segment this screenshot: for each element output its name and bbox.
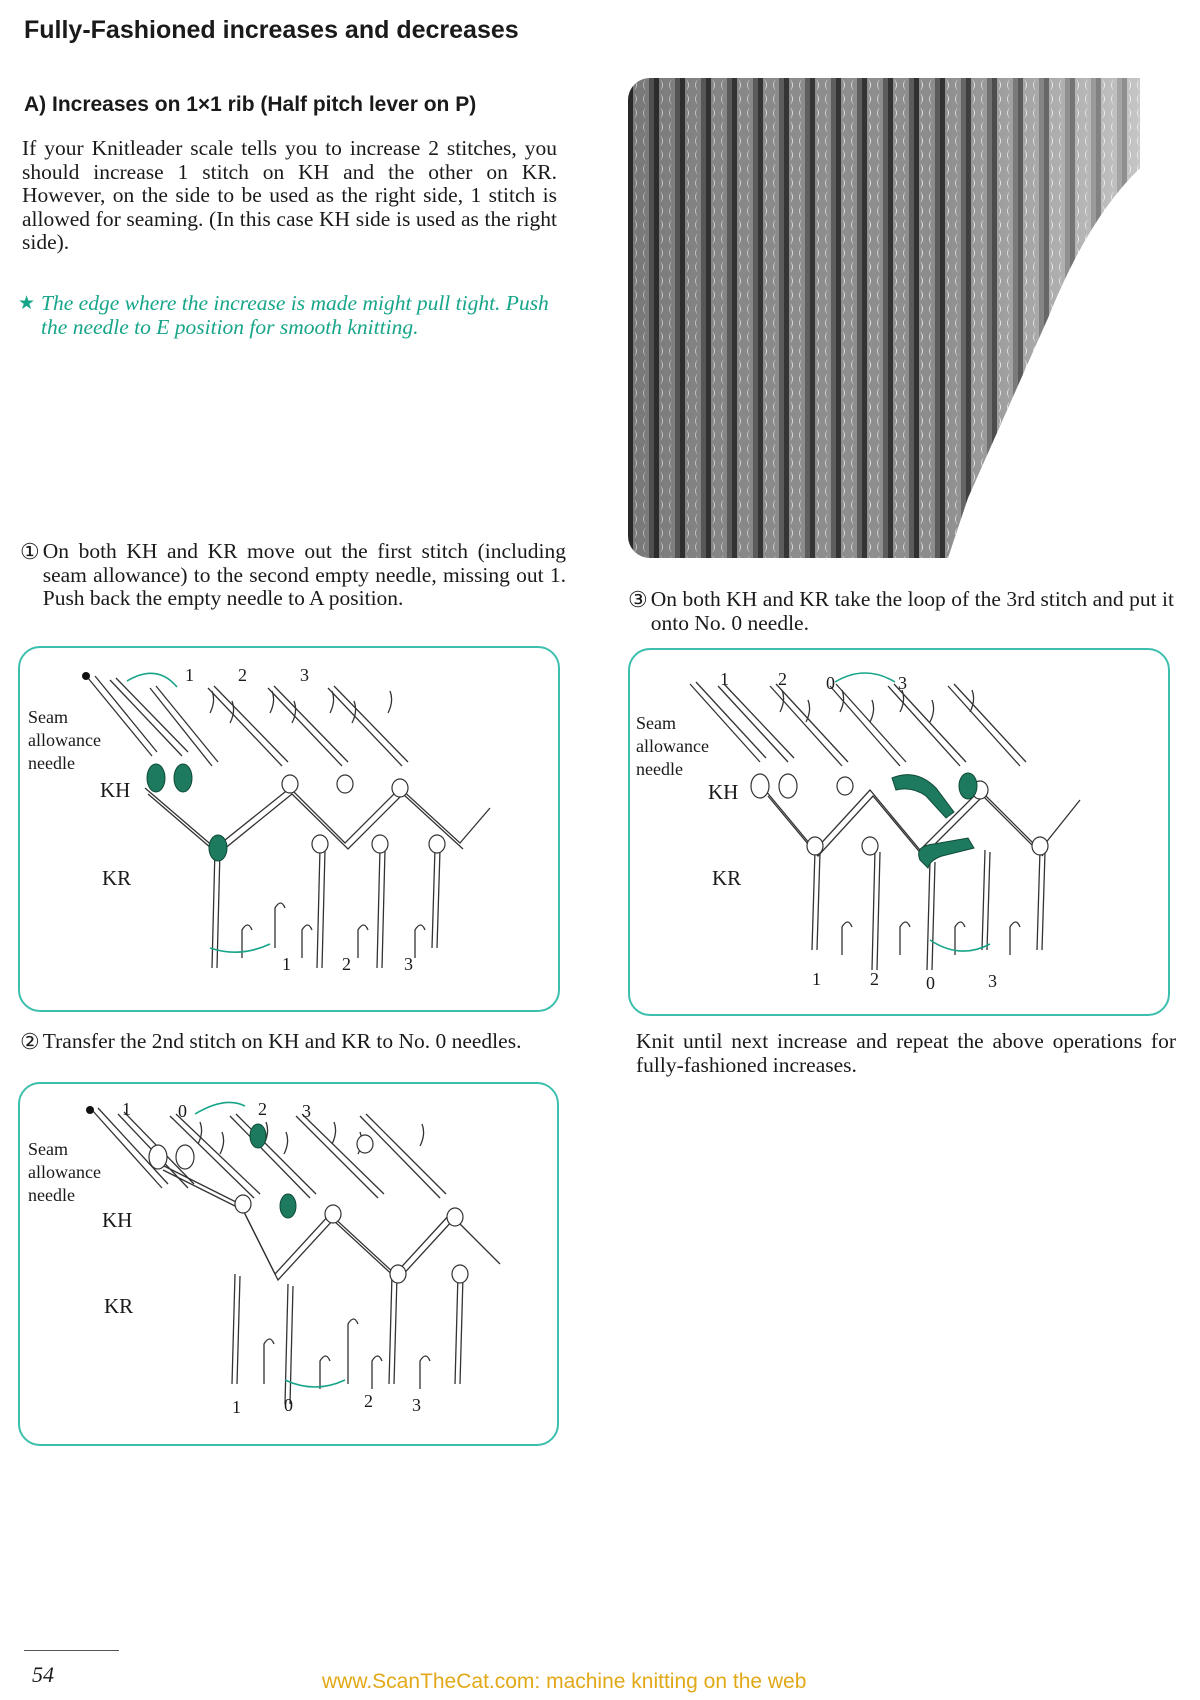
footer-link[interactable]: www.ScanTheCat.com: machine knitting on …	[322, 1670, 806, 1694]
needle-diagram	[630, 650, 1168, 1014]
top-number: 2	[238, 664, 247, 687]
bottom-number: 0	[926, 972, 935, 995]
kr-label: KR	[104, 1294, 133, 1319]
bottom-number: 2	[364, 1390, 373, 1413]
page-title: Fully-Fashioned increases and decreases	[24, 16, 519, 45]
step-text: Transfer the 2nd stitch on KH and KR to …	[43, 1030, 522, 1054]
top-number: 2	[778, 668, 787, 691]
step-text: On both KH and KR take the loop of the 3…	[651, 588, 1174, 635]
bottom-number: 3	[988, 970, 997, 993]
page-number: 54	[32, 1662, 54, 1688]
step-number: ②	[20, 1030, 40, 1054]
top-number: 0	[826, 672, 835, 695]
bottom-number: 1	[282, 953, 291, 976]
top-number: 3	[898, 672, 907, 695]
closing-paragraph: Knit until next increase and repeat the …	[636, 1030, 1176, 1077]
step-3: ③ On both KH and KR take the loop of the…	[628, 588, 1174, 635]
bottom-number: 2	[870, 968, 879, 991]
bottom-number: 1	[232, 1396, 241, 1419]
kr-label: KR	[102, 866, 131, 891]
bottom-number: 0	[284, 1394, 293, 1417]
intro-paragraph: If your Knitleader scale tells you to in…	[22, 137, 557, 255]
footer-rule	[24, 1650, 119, 1651]
step-1: ① On both KH and KR move out the first s…	[20, 540, 566, 611]
bottom-number: 2	[342, 953, 351, 976]
kh-label: KH	[102, 1208, 132, 1233]
rib-knitting-photo	[628, 78, 1140, 558]
bottom-number: 1	[812, 968, 821, 991]
top-number: 3	[300, 664, 309, 687]
top-number: 2	[258, 1098, 267, 1121]
bottom-number: 3	[412, 1394, 421, 1417]
step-number: ③	[628, 588, 648, 635]
bottom-number: 3	[404, 953, 413, 976]
top-number: 3	[302, 1100, 311, 1123]
kh-label: KH	[100, 778, 130, 803]
kr-label: KR	[712, 866, 741, 891]
step-2: ② Transfer the 2nd stitch on KH and KR t…	[20, 1030, 566, 1054]
top-number: 1	[122, 1098, 131, 1121]
top-number: 1	[185, 664, 194, 687]
step-number: ①	[20, 540, 40, 611]
star-icon: ★	[18, 292, 35, 339]
section-heading: A) Increases on 1×1 rib (Half pitch leve…	[24, 93, 476, 117]
tip-text: The edge where the increase is made migh…	[41, 292, 564, 339]
tip-note: ★ The edge where the increase is made mi…	[18, 292, 564, 339]
top-number: 1	[720, 668, 729, 691]
step-text: On both KH and KR move out the first sti…	[43, 540, 566, 611]
top-number: 0	[178, 1100, 187, 1123]
kh-label: KH	[708, 780, 738, 805]
